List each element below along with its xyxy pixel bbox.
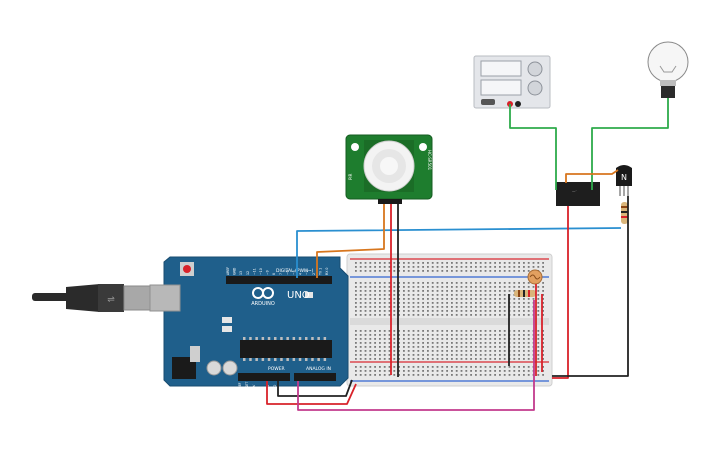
- power-supply[interactable]: [473, 55, 551, 109]
- power-header-label: POWER: [268, 366, 285, 372]
- digital-pin-label: RX 0: [325, 268, 329, 275]
- transistor-label: N: [621, 173, 627, 182]
- digital-pin-label: AREF: [226, 267, 230, 275]
- digital-header-label: DIGITAL (PWM~): [276, 268, 314, 274]
- breadboard[interactable]: [346, 253, 553, 387]
- arduino-model-label: UNO: [287, 290, 310, 301]
- wire-magenta-analog[interactable]: [297, 300, 535, 411]
- digital-pin-label: 8: [272, 273, 276, 275]
- digital-pin-label: ~3: [305, 270, 309, 275]
- wire-red-relay[interactable]: [552, 206, 569, 379]
- power-analog-pin-label: A5: [329, 388, 333, 392]
- arduino-brand-label: ARDUINO: [251, 301, 275, 307]
- wire-black-gnd[interactable]: [277, 379, 353, 397]
- power-analog-pin-label: A1: [301, 388, 305, 392]
- digital-pin-label: 4: [299, 273, 303, 275]
- power-analog-pin-label: 3.3V: [252, 384, 256, 392]
- analog-header-label: ANALOG IN: [306, 366, 331, 372]
- power-analog-pin-label: Vin: [280, 387, 284, 392]
- digital-pin-label: 7: [279, 273, 283, 275]
- digital-pin-label: ~10: [259, 268, 263, 275]
- wire-orange-pir[interactable]: [316, 204, 385, 278]
- digital-pin-label: ~11: [252, 268, 256, 275]
- wire-blue[interactable]: [296, 227, 622, 278]
- pir-label-left: PIR: [348, 173, 353, 180]
- chip-pins: [243, 337, 327, 361]
- digital-pin-label: TX 1: [318, 268, 322, 276]
- digital-pin-label: 12: [246, 271, 250, 275]
- pir-label-right: HC-SR501: [427, 150, 432, 171]
- power-analog-pin-label: IOREF: [238, 382, 242, 392]
- wire-green-supply[interactable]: [509, 104, 557, 190]
- arduino-uno[interactable]: ⇌ ARDUINO UNO DIGITAL (PWM~): [32, 256, 349, 392]
- transistor[interactable]: N: [616, 165, 632, 196]
- digital-pin-label: GND: [233, 267, 237, 275]
- usb-cable: ⇌: [32, 284, 159, 312]
- digital-pin-label: ~9: [266, 270, 270, 275]
- wire-green-bulb[interactable]: [591, 98, 669, 190]
- arduino-logo-icon: [252, 287, 274, 299]
- digital-pin-label: ~6: [285, 270, 289, 275]
- relay-marking: —·: [572, 189, 577, 193]
- relay[interactable]: —·: [556, 182, 600, 206]
- power-analog-pin-label: GND: [273, 384, 277, 392]
- usb-icon: ⇌: [107, 295, 115, 305]
- wire-orange-relay[interactable]: [565, 169, 619, 183]
- photoresistor[interactable]: [527, 269, 543, 285]
- power-analog-pin-label: 5V: [259, 387, 263, 392]
- wires[interactable]: [266, 98, 669, 411]
- power-analog-pin-label: GND: [266, 384, 270, 392]
- resistor-base[interactable]: [621, 202, 628, 224]
- digital-pin-label: 13: [239, 271, 243, 275]
- digital-pin-label: 2: [312, 273, 316, 275]
- power-analog-pin-label: A3: [315, 388, 319, 392]
- power-analog-pin-label: A4: [322, 388, 326, 392]
- power-analog-pin-label: A0: [294, 388, 298, 392]
- power-analog-pin-label: RESET: [245, 382, 249, 392]
- resistor-ldr[interactable]: [514, 290, 536, 297]
- pir-sensor[interactable]: PIR HC-SR501: [345, 134, 433, 204]
- digital-pin-label: ~5: [292, 270, 296, 275]
- wire-red-5v[interactable]: [266, 381, 357, 405]
- wire-black-transistor[interactable]: [552, 196, 629, 377]
- light-bulb[interactable]: [647, 41, 689, 98]
- power-analog-pin-label: A2: [308, 388, 312, 392]
